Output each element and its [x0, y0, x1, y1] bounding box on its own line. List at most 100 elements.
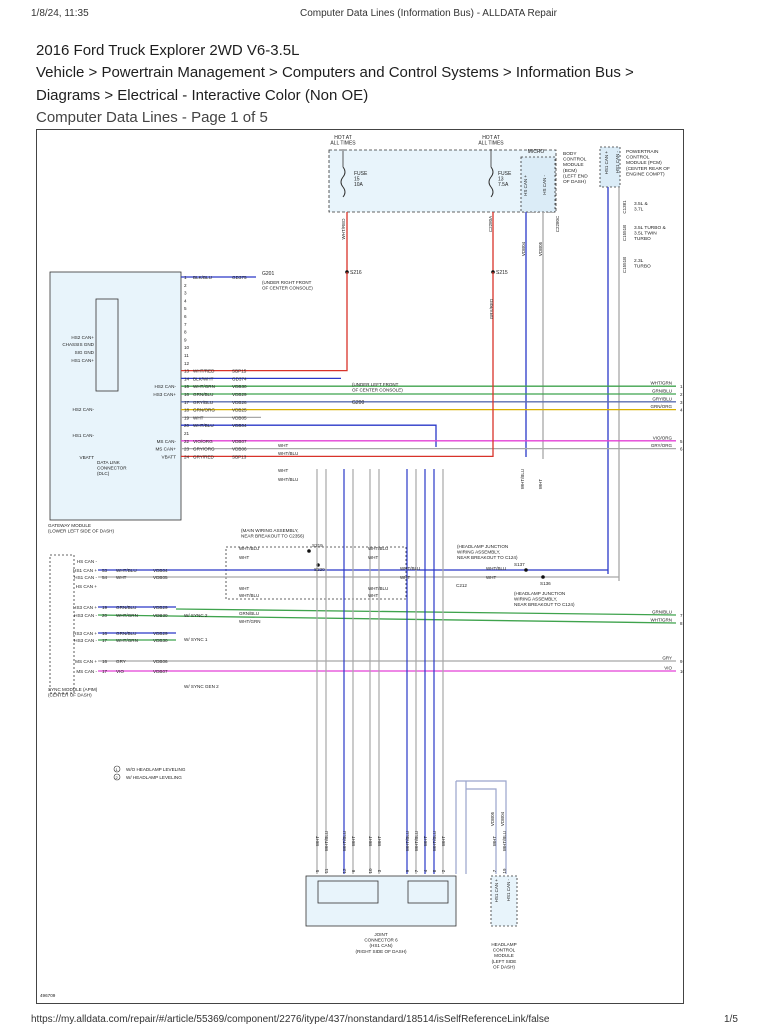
bcm-vdb04: VDB04 — [521, 241, 526, 256]
micro-label: MICRO — [528, 149, 545, 155]
right-wire-color-4: VIO/ORG — [653, 435, 673, 440]
sync-pin-7: 17 — [102, 638, 108, 643]
sync-label-5: HS3 CAN - — [74, 613, 97, 618]
pcm-connector-0: C1381 — [622, 200, 627, 214]
joint-wire-color-0: WHT — [315, 836, 320, 846]
sync-label-2: HS1 CAN - — [74, 575, 97, 580]
right-wire-color-8: GRY — [662, 656, 672, 661]
wire-sync-20 — [97, 614, 677, 624]
s137-wht: WHT — [486, 575, 496, 580]
breadcrumb[interactable]: Vehicle > Powertrain Management > Comput… — [36, 64, 634, 81]
gw-color-17: GRY/BLU — [193, 400, 213, 405]
gw-circuit-1: GD375 — [232, 275, 247, 280]
gw-color-22: VIO/ORG — [193, 439, 213, 444]
legend-1: W/O HEADLAMP LEVELING — [126, 767, 186, 772]
harness-wht-1: WHT — [239, 555, 249, 560]
gw-color-15: WHT/GRN — [193, 384, 215, 389]
right-wire-num-9: 10 — [680, 669, 684, 674]
gw-pin-6: 6 — [184, 314, 187, 319]
sync-color-2: WHT — [116, 575, 127, 580]
gw-label-22: MS CAN- — [157, 439, 177, 444]
wire-label-wht-red: WHT/RED — [341, 218, 346, 240]
gw-circuit-17: VDB26 — [232, 400, 247, 405]
gw-label-23: MS CAN+ — [155, 447, 176, 452]
wire-label-gry-red: GRY/RED — [489, 298, 494, 319]
gw-pin-21: 21 — [184, 431, 190, 436]
splice-label-s215: S215 — [496, 270, 508, 276]
gw-circuit-24: SBP13 — [232, 454, 247, 459]
splice-s219 — [307, 549, 311, 553]
hcm-pin-1: 19 — [502, 868, 507, 874]
gw-circuit-13: SBP15 — [232, 369, 247, 374]
gw-pin-15: 15 — [184, 384, 190, 389]
joint-wire-color-4: WHT — [368, 836, 373, 846]
gw-whtblu-sub1: WHT/BLU — [278, 451, 298, 456]
wire-label-whtgrn-8: WHT/GRN — [239, 619, 261, 624]
dlc-pin-6: VBATT — [80, 455, 95, 460]
w-sync-2: W/ SYNC 2 — [184, 613, 208, 618]
headlamp-control-module — [490, 875, 518, 927]
sync-circuit-2: VDB05 — [153, 575, 168, 580]
sync-pin-1: 53 — [102, 568, 108, 573]
footer-url[interactable]: https://my.alldata.com/repair/#/article/… — [31, 1014, 550, 1025]
wire-gw-24 — [181, 272, 494, 458]
wire-hcm-vdb05 — [456, 780, 507, 874]
breadcrumb-continued[interactable]: Diagrams > Electrical - Interactive Colo… — [36, 87, 369, 104]
fuse-box — [328, 149, 557, 213]
gw-color-13: WHT/RED — [193, 369, 215, 374]
sync-module — [49, 554, 75, 694]
gw-pin-1: 1 — [184, 275, 187, 280]
wire-gw-20 — [181, 424, 437, 447]
wires — [97, 149, 677, 874]
right-wire-num-4: 5 — [680, 439, 683, 444]
joint-pin-10: 2 — [441, 869, 446, 872]
joint-wire-color-2: WHT/BLU — [342, 831, 347, 851]
footer-page-number: 1/5 — [724, 1014, 738, 1025]
gw-pin-11: 11 — [184, 353, 189, 358]
hcm-vdb04: VDB04 — [500, 811, 505, 826]
gateway-label: GATEWAY MODULE(LOWER LEFT SIDE OF DASH) — [48, 523, 114, 534]
w-sync-gen-2: W/ SYNC GEN 2 — [184, 684, 219, 689]
gw-pin-10: 10 — [184, 345, 190, 350]
gw-circuit-14: GD374 — [232, 376, 247, 381]
module-boxes — [49, 146, 621, 927]
joint-pin-5: 3 — [377, 869, 382, 872]
sync-color-4: GRN/BLU — [116, 605, 136, 610]
right-wire-num-2: 3 — [680, 400, 683, 405]
right-wire-color-1: GRN/BLU — [652, 389, 672, 394]
gw-label-24: VBATT — [162, 454, 177, 459]
dlc-pin-4: HS2 CAN- — [73, 407, 95, 412]
gw-pin-23: 23 — [184, 447, 190, 452]
legend-2-num: 2 — [116, 775, 119, 780]
splice-label-s137: S137 — [514, 562, 525, 567]
gw-color-24: GRY/RED — [193, 454, 215, 459]
harness-whtblu-4: WHT/BLU — [368, 586, 388, 591]
joint-wire-color-3: WHT — [351, 836, 356, 846]
sync-pin-5: 20 — [102, 613, 108, 618]
sync-label-8: MS CAN + — [75, 659, 97, 664]
gw-circuit-22: VDB07 — [232, 439, 247, 444]
sync-color-5: WHT/GRN — [116, 613, 138, 618]
dlc-connector — [95, 298, 119, 392]
sync-color-9: VIO — [116, 669, 124, 674]
sync-circuit-8: VDB06 — [153, 659, 168, 664]
harness-wht-3: WHT — [239, 586, 249, 591]
sync-label: SYNC MODULE (APIM)(CENTER OF DASH) — [48, 687, 98, 698]
pcm-connector-1: C1551B — [622, 225, 627, 241]
diagram-frame — [36, 129, 684, 1004]
gw-pin-24: 24 — [184, 454, 190, 459]
sync-circuit-6: VDB29 — [153, 631, 168, 636]
sync-label-9: MS CAN - — [76, 669, 97, 674]
hcm-wire-whtblu: WHT/BLU — [502, 831, 507, 851]
right-wire-num-3: 4 — [680, 408, 683, 413]
gw-color-1: BLK/BLU — [193, 275, 212, 280]
right-wire-num-1: 2 — [680, 392, 683, 397]
bcm-connector-0: C2280A — [488, 216, 493, 232]
right-wire-color-5: GRY/ORG — [651, 443, 673, 448]
joint-pin-4: 10 — [368, 868, 373, 874]
